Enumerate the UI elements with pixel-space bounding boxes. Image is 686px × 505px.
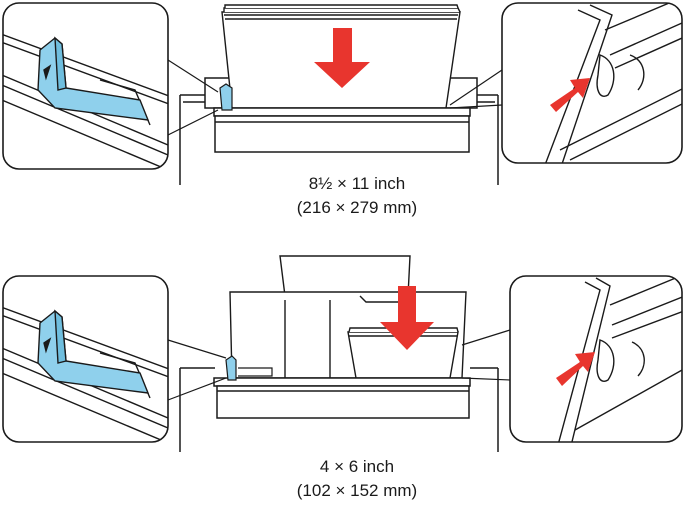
callout-edge-guide-closeup	[0, 3, 180, 175]
caption-letter-size: 8½ × 11 inch (216 × 279 mm)	[257, 172, 457, 220]
caption-size-mm: (216 × 279 mm)	[257, 196, 457, 220]
diagram-photo-size	[0, 256, 686, 452]
callout-edge-guide-closeup	[0, 276, 180, 448]
callout-connector-right	[462, 330, 510, 380]
feed-tray	[214, 378, 470, 418]
feed-tray	[214, 108, 470, 152]
callout-paper-insert-closeup	[510, 268, 686, 450]
edge-guide	[226, 356, 236, 380]
caption-photo-size: 4 × 6 inch (102 × 152 mm)	[257, 455, 457, 503]
diagram-letter-size	[0, 0, 686, 185]
callout-paper-insert-closeup	[502, 0, 686, 170]
edge-guide	[220, 84, 232, 110]
caption-size-inches: 8½ × 11 inch	[257, 172, 457, 196]
caption-size-inches: 4 × 6 inch	[257, 455, 457, 479]
caption-size-mm: (102 × 152 mm)	[257, 479, 457, 503]
